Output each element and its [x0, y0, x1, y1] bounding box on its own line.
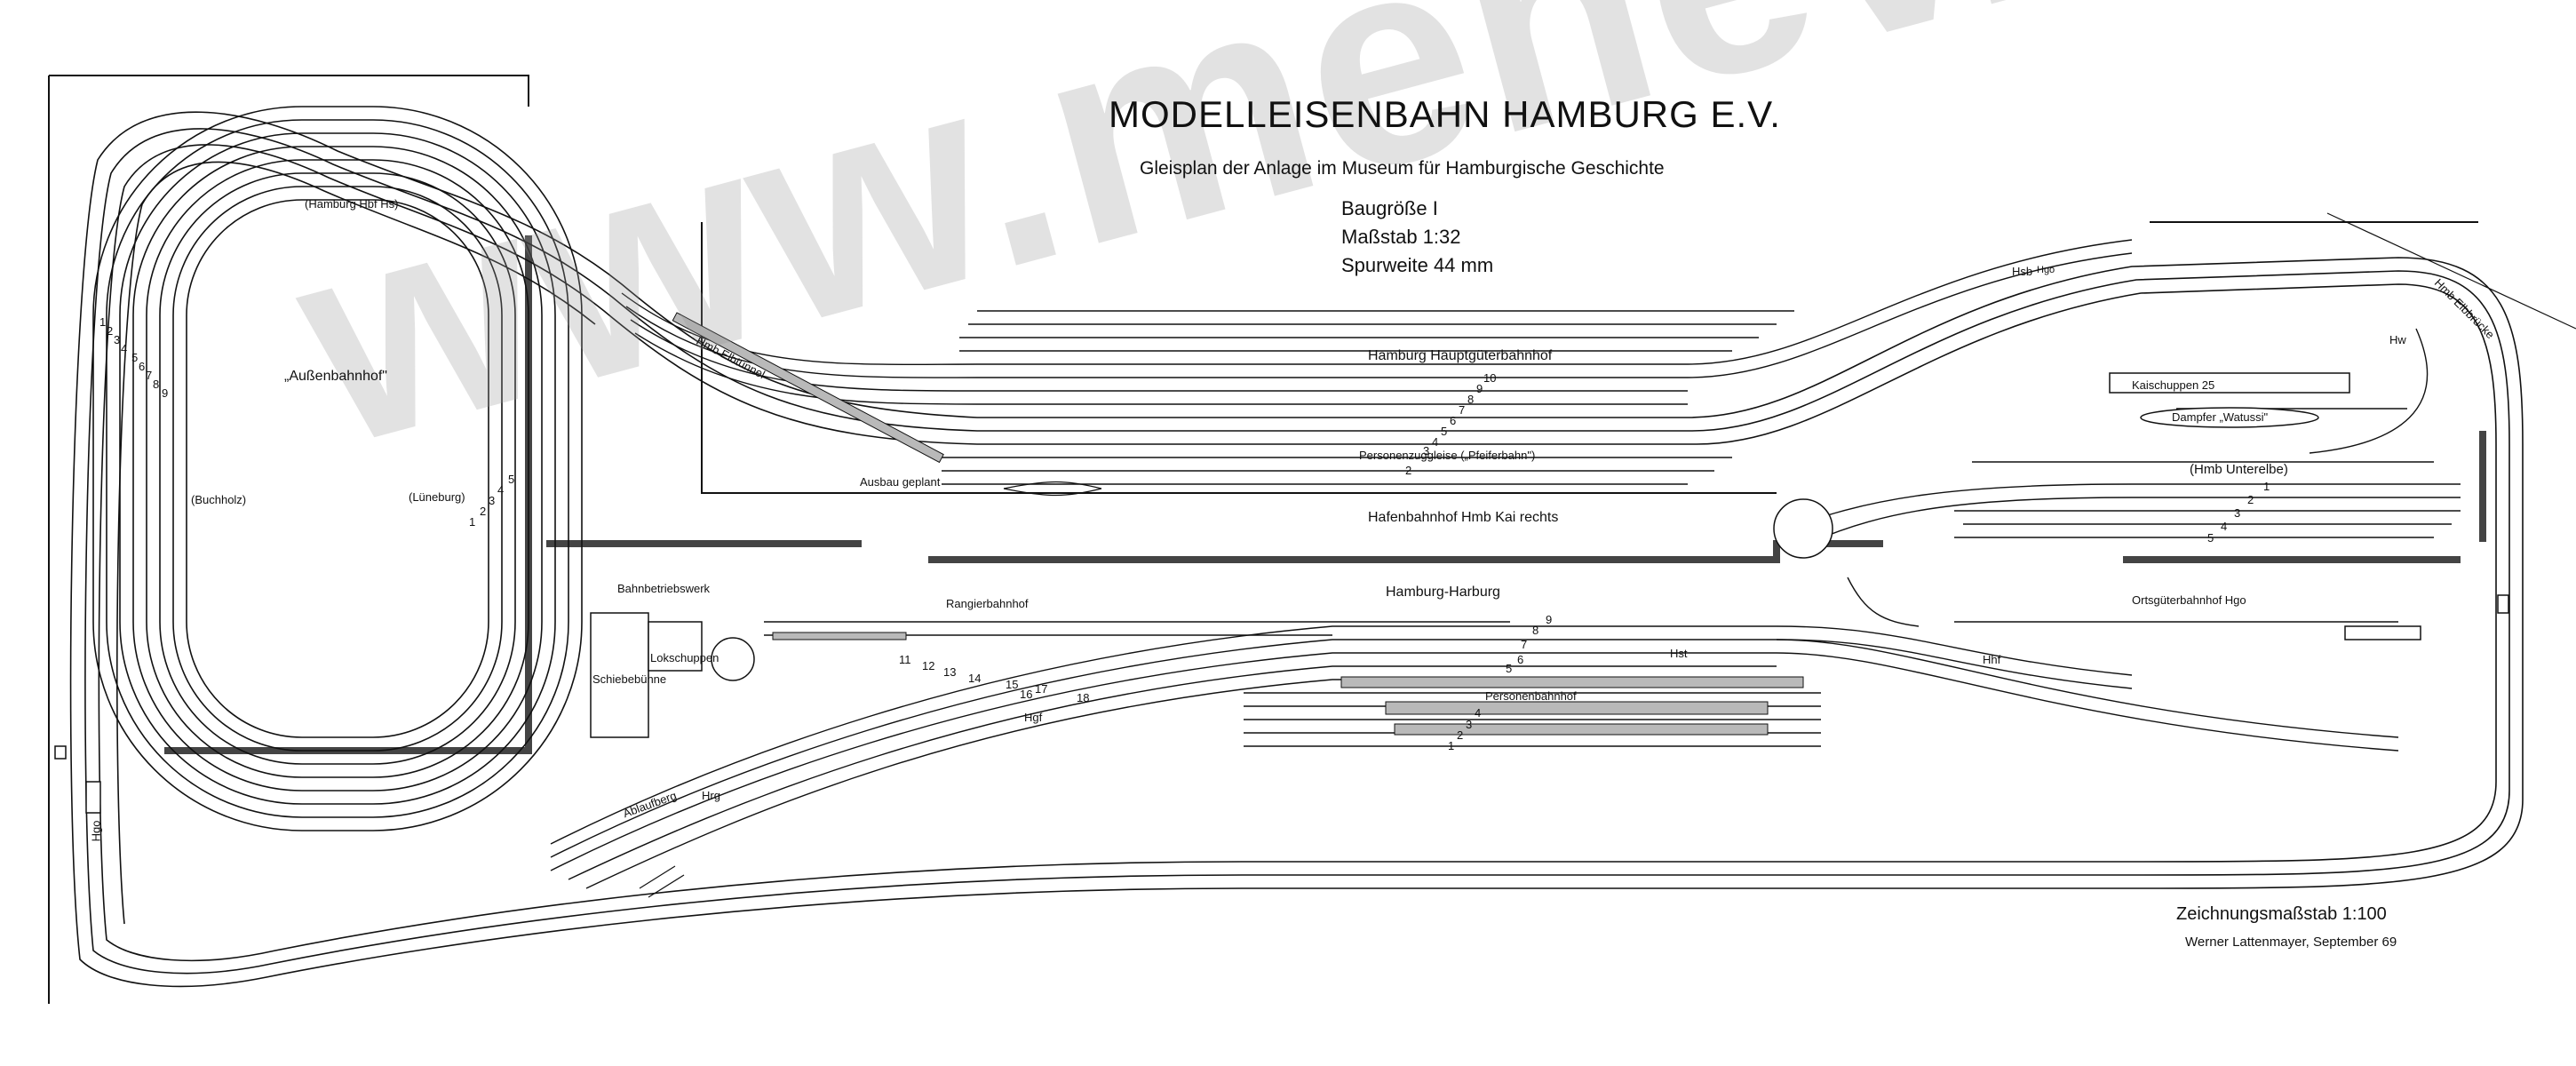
track-number: 9 [1476, 382, 1483, 395]
track-number: 7 [1459, 403, 1466, 417]
track-number: 4 [1475, 706, 1482, 720]
label-hamburg-hbf: (Hamburg Hbf Hs) [305, 197, 399, 211]
scale-model: Maßstab 1:32 [1341, 226, 1461, 248]
track-number: 9 [1546, 613, 1553, 626]
label-hamburg-harburg: Hamburg-Harburg [1386, 585, 1500, 600]
track-number: 7 [146, 369, 153, 382]
track-number: 16 [1020, 688, 1033, 701]
label-rangierbahnhof: Rangierbahnhof [946, 597, 1029, 610]
track-number: 15 [1006, 678, 1019, 691]
label-hrg: Hrg [702, 789, 720, 802]
label-hst: Hst [1670, 647, 1688, 660]
room-walls [164, 235, 2486, 754]
track-number: 5 [131, 351, 139, 364]
track-number: 3 [489, 494, 496, 507]
track-number: 3 [2234, 506, 2241, 520]
label-lueneburg: (Lüneburg) [409, 490, 465, 504]
label-hgf: Hgf [1024, 711, 1043, 724]
label-lokschuppen: Lokschuppen [650, 651, 720, 664]
label-dampfer: Dampfer „Watussi" [2172, 410, 2269, 424]
label-hsb: Hsb [2012, 265, 2033, 278]
track-number: 10 [1483, 371, 1497, 385]
track-gauge: Spurweite 44 mm [1341, 254, 1494, 276]
track-number: 2 [1457, 728, 1464, 742]
track-number: 14 [968, 672, 982, 685]
track-number: 9 [162, 386, 169, 400]
track-number: 3 [114, 333, 121, 346]
track-number: 4 [1432, 435, 1439, 449]
track-number: 18 [1077, 691, 1090, 704]
author-credit: Werner Lattenmayer, September 69 [2185, 935, 2397, 950]
track-number: 2 [2247, 493, 2254, 506]
track-number: 17 [1035, 682, 1048, 696]
label-hhf: Hhf [1983, 653, 2001, 666]
track-number: 5 [508, 473, 515, 486]
main-loop-tracks [69, 111, 2524, 988]
track-number: 6 [1517, 653, 1524, 666]
track-number: 3 [1466, 718, 1473, 731]
label-hgo-box: Hgo [2037, 265, 2055, 275]
track-number: 2 [1405, 464, 1412, 477]
label-kaischuppen: Kaischuppen 25 [2132, 378, 2215, 392]
gauge-size: Baugröße I [1341, 197, 1438, 219]
frame-lines [48, 75, 2478, 1004]
track-number: 8 [153, 378, 160, 391]
track-number: 13 [943, 665, 957, 679]
track-number: 1 [469, 515, 476, 529]
track-number: 1 [1448, 739, 1455, 752]
track-number: 3 [1423, 444, 1430, 457]
label-ausbau-geplant: Ausbau geplant [860, 475, 941, 489]
track-number: 12 [922, 659, 935, 672]
label-bahnbetriebswerk: Bahnbetriebswerk [617, 582, 711, 595]
label-schiebebuehne: Schiebebühne [592, 672, 667, 686]
track-number: 5 [1441, 425, 1448, 438]
track-number: 1 [2263, 480, 2270, 493]
page-title: MODELLEISENBAHN HAMBURG E.V. [1109, 93, 1781, 135]
buildings [54, 372, 2509, 814]
track-number: 4 [2221, 520, 2228, 533]
turnout-marks [639, 212, 2576, 898]
oval-tracks [92, 106, 583, 831]
harbour-tracks [1776, 328, 2461, 543]
track-number: 7 [1521, 638, 1528, 651]
label-personenzuggleise: Personenzuggleise („Pfeiferbahn") [1359, 449, 1536, 462]
label-hauptgueterbahnhof: Hamburg Hauptgüterbahnhof [1368, 348, 1553, 363]
track-number: 5 [2207, 531, 2214, 545]
track-number: 8 [1467, 393, 1475, 406]
label-ortsgueterbahnhof: Ortsgüterbahnhof Hgo [2132, 593, 2246, 607]
track-number: 5 [1506, 662, 1513, 675]
label-aussenbahnhof: „Außenbahnhof" [284, 369, 387, 384]
label-hgo: Hgo [89, 820, 103, 842]
track-number: 1 [99, 315, 107, 329]
drawing-scale: Zeichnungsmaßstab 1:100 [2176, 904, 2387, 924]
track-number: 6 [1450, 414, 1457, 427]
track-number: 6 [139, 360, 146, 373]
label-hmb-unterelbe: (Hmb Unterelbe) [2190, 462, 2288, 477]
label-hafenbahnhof: Hafenbahnhof Hmb Kai rechts [1368, 510, 1559, 525]
label-personenbahnhof: Personenbahnhof [1485, 689, 1577, 703]
label-buchholz: (Buchholz) [191, 493, 247, 506]
track-number: 4 [497, 483, 505, 497]
track-number: 8 [1532, 624, 1539, 637]
label-hw: Hw [2389, 333, 2406, 346]
page-subtitle: Gleisplan der Anlage im Museum für Hambu… [1140, 158, 1665, 179]
track-number: 11 [899, 653, 911, 666]
track-number: 2 [480, 505, 487, 518]
track-number: 4 [121, 342, 128, 355]
track-number: 2 [107, 324, 114, 338]
platforms [672, 312, 1804, 736]
